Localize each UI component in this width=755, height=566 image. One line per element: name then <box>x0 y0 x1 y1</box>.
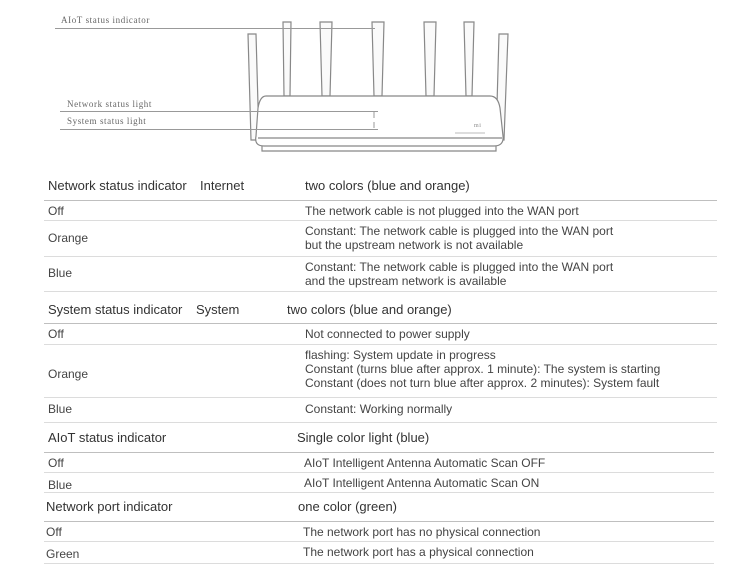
state-label: Off <box>48 204 64 218</box>
state-label: Off <box>46 525 62 539</box>
section-header: AIoT status indicator Single color light… <box>48 430 708 445</box>
aiot-callout-label: AIoT status indicator <box>61 15 150 25</box>
state-description: The network port has a physical connecti… <box>303 545 534 559</box>
state-description: Constant: The network cable is plugged i… <box>305 224 614 252</box>
row-divider <box>44 541 714 542</box>
section-rule <box>44 452 714 453</box>
network-callout-line <box>60 111 378 112</box>
aiot-callout-line <box>55 28 375 29</box>
section-color-info: two colors (blue and orange) <box>287 302 452 317</box>
state-label: Blue <box>48 402 73 416</box>
section-header: System status indicator System two color… <box>48 302 708 317</box>
state-description: AIoT Intelligent Antenna Automatic Scan … <box>304 476 540 490</box>
row-divider <box>44 397 717 398</box>
state-label: Orange <box>48 367 89 381</box>
state-description: Constant: The network cable is plugged i… <box>305 260 614 288</box>
section-title: System status indicator <box>48 302 183 317</box>
state-label: Off <box>48 327 64 341</box>
state-description: Constant: Working normally <box>305 402 453 416</box>
section-color-info: one color (green) <box>298 499 397 514</box>
system-callout-line <box>60 129 378 130</box>
state-description: The network port has no physical connect… <box>303 525 541 539</box>
section-color-info: two colors (blue and orange) <box>305 178 470 193</box>
section-title: Network status indicator <box>48 178 187 193</box>
section-header: Network status indicator Internet two co… <box>48 178 708 193</box>
section-title: Network port indicator <box>46 499 173 514</box>
row-divider <box>44 344 717 345</box>
row-divider <box>44 422 717 423</box>
state-description: Not connected to power supply <box>305 327 470 341</box>
section-rule <box>44 323 717 324</box>
state-label: Off <box>48 456 64 470</box>
row-divider <box>44 220 717 221</box>
state-label: Green <box>46 547 80 561</box>
state-label: Blue <box>48 266 73 280</box>
state-label: Blue <box>48 478 73 492</box>
row-divider <box>44 492 714 493</box>
state-description: AIoT Intelligent Antenna Automatic Scan … <box>304 456 546 470</box>
row-divider <box>44 472 714 473</box>
section-header: Network port indicator one color (green) <box>46 499 706 514</box>
section-name: System <box>196 302 240 317</box>
row-divider <box>44 563 714 564</box>
section-color-info: Single color light (blue) <box>297 430 430 445</box>
state-description: The network cable is not plugged into th… <box>305 204 579 218</box>
router-illustration: mi AIoT status indicator Network status … <box>0 0 755 160</box>
row-divider <box>44 291 717 292</box>
router-drawing <box>247 21 509 152</box>
row-divider <box>44 256 717 257</box>
state-label: Orange <box>48 231 89 245</box>
section-name: Internet <box>200 178 245 193</box>
network-callout-label: Network status light <box>67 99 152 109</box>
section-title: AIoT status indicator <box>48 430 167 445</box>
system-callout-label: System status light <box>67 116 147 126</box>
section-rule <box>44 521 714 522</box>
brand-mark: mi <box>474 123 482 129</box>
section-rule <box>44 200 717 201</box>
